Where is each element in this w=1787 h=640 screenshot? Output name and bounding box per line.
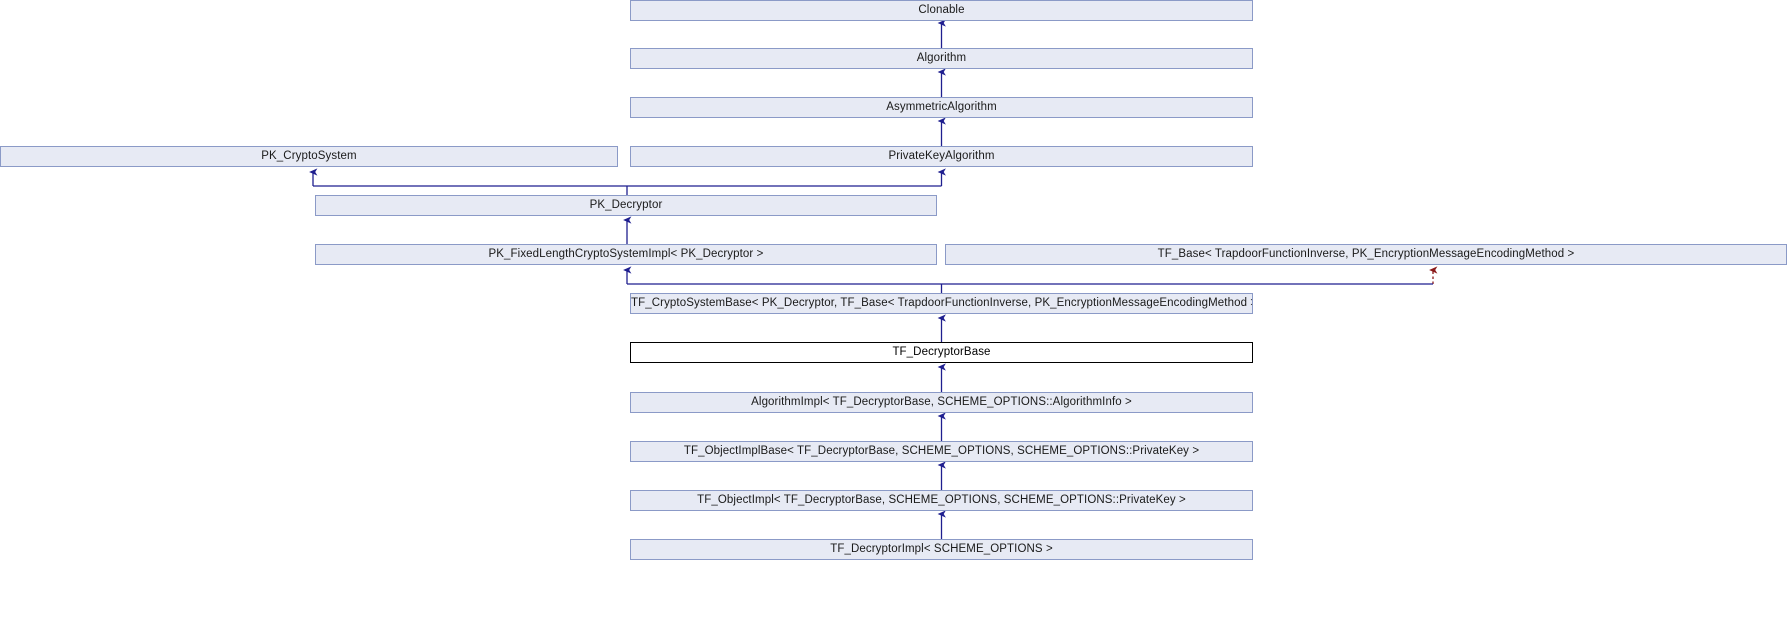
class-node-tf-decryptorbase[interactable]: TF_DecryptorBase <box>630 342 1253 363</box>
class-node-tf-cryptosystembase[interactable]: TF_CryptoSystemBase< PK_Decryptor, TF_Ba… <box>630 293 1253 314</box>
edge-pkdecryptor-to-parents <box>309 168 946 195</box>
class-node-pk-fixedlengthcryptosystemimpl[interactable]: PK_FixedLengthCryptoSystemImpl< PK_Decry… <box>315 244 937 265</box>
class-node-privatekeyalgorithm[interactable]: PrivateKeyAlgorithm <box>630 146 1253 167</box>
class-node-tf-objectimpl[interactable]: TF_ObjectImpl< TF_DecryptorBase, SCHEME_… <box>630 490 1253 511</box>
class-node-algorithmimpl[interactable]: AlgorithmImpl< TF_DecryptorBase, SCHEME_… <box>630 392 1253 413</box>
class-node-tf-objectimplbase[interactable]: TF_ObjectImplBase< TF_DecryptorBase, SCH… <box>630 441 1253 462</box>
edge-tfcryptosystembase-to-tfbase <box>1253 266 1438 285</box>
class-node-pk-cryptosystem[interactable]: PK_CryptoSystem <box>0 146 618 167</box>
class-node-asymmetricalgorithm[interactable]: AsymmetricAlgorithm <box>630 97 1253 118</box>
class-node-clonable[interactable]: Clonable <box>630 0 1253 21</box>
class-node-tf-base[interactable]: TF_Base< TrapdoorFunctionInverse, PK_Enc… <box>945 244 1787 265</box>
class-node-pk-decryptor[interactable]: PK_Decryptor <box>315 195 937 216</box>
class-node-algorithm[interactable]: Algorithm <box>630 48 1253 69</box>
edge-tfcryptosystembase-to-pkfixedlength <box>623 266 1253 293</box>
class-node-tf-decryptorimpl[interactable]: TF_DecryptorImpl< SCHEME_OPTIONS > <box>630 539 1253 560</box>
